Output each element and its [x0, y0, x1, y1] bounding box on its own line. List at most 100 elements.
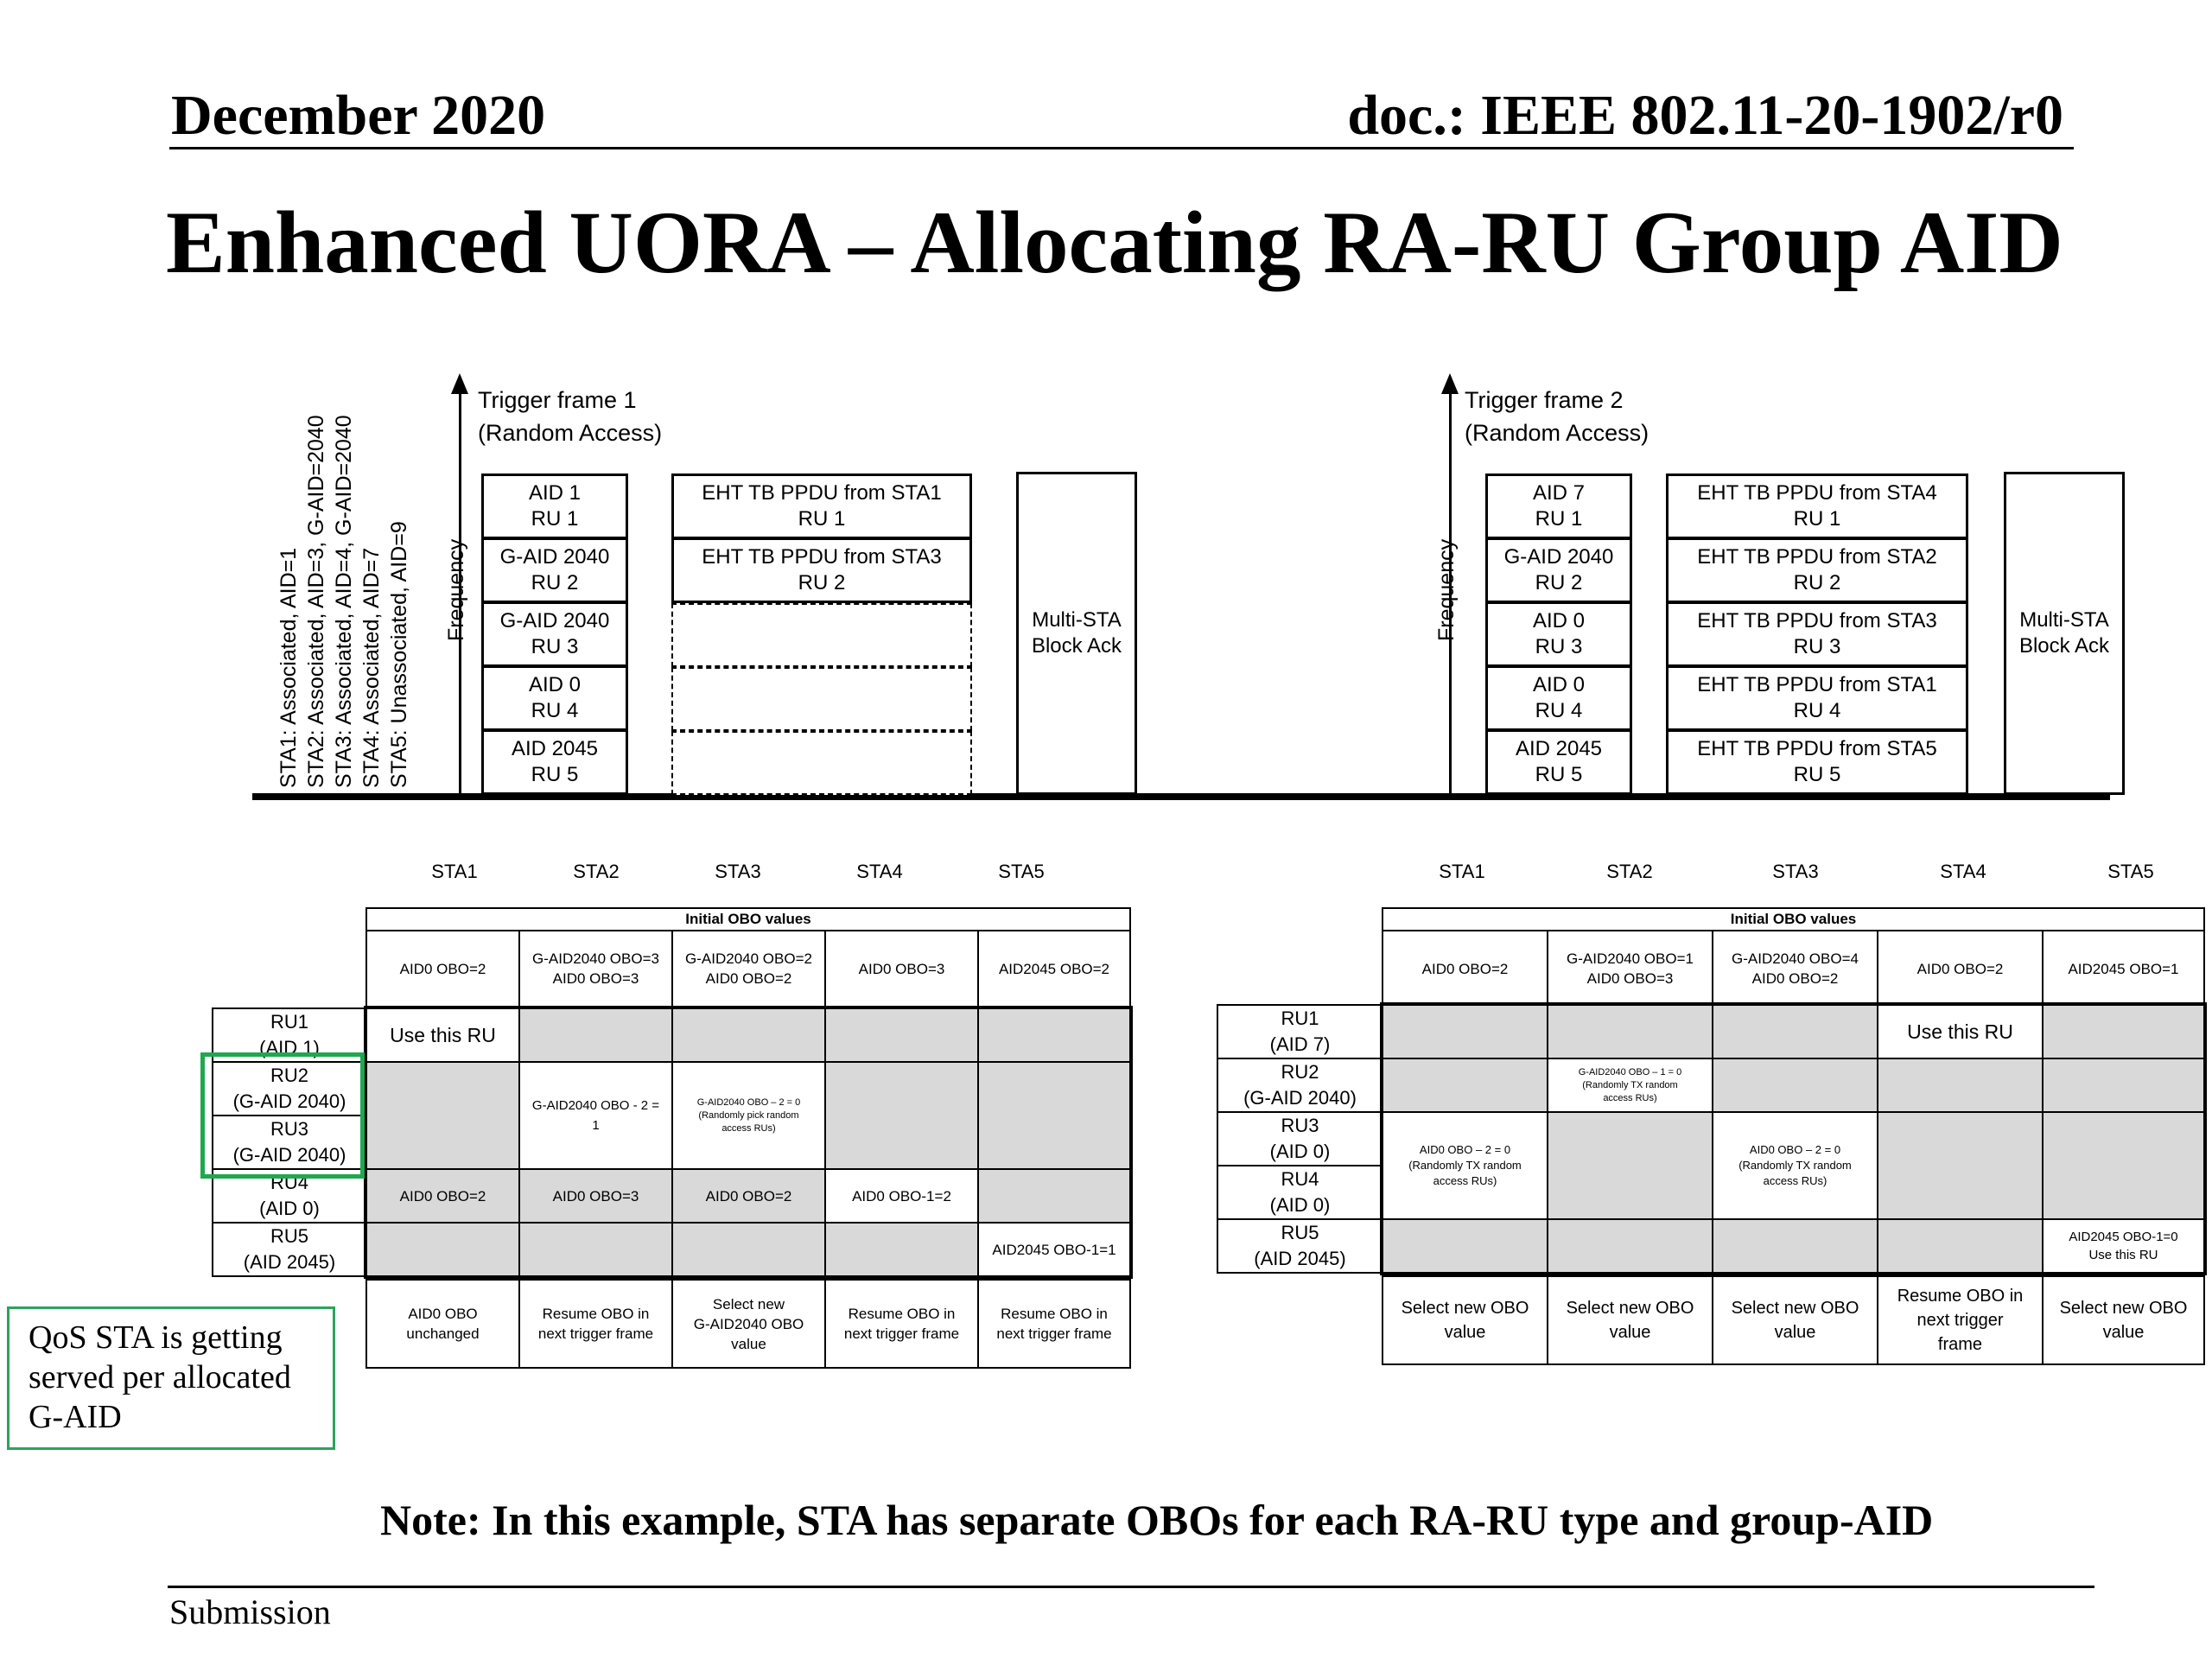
- result-cell: AID0 OBO unchanged: [365, 1279, 520, 1369]
- initial-obo-cell: AID2045 OBO=1: [2042, 930, 2205, 1007]
- grid-cell: [1547, 1218, 1713, 1274]
- ppdu-box: EHT TB PPDU from STA2 RU 2: [1666, 537, 1968, 603]
- block-ack-box: Multi-STA Block Ack: [2004, 472, 2125, 795]
- trigger-frame-label: Trigger frame 2 (Random Access): [1465, 387, 1649, 446]
- ppdu-box: EHT TB PPDU from STA3 RU 3: [1666, 601, 1968, 667]
- ppdu-box: EHT TB PPDU from STA3 RU 2: [671, 537, 972, 603]
- initial-obo-cell: G-AID2040 OBO=1 AID0 OBO=3: [1547, 930, 1713, 1007]
- initial-obo-title: Initial OBO values: [365, 907, 1131, 931]
- grid-cell: [1877, 1218, 2044, 1274]
- grid-cell: [1382, 1058, 1548, 1113]
- ru-box: AID 2045 RU 5: [1485, 729, 1632, 795]
- obo-update-cell: G-AID2040 OBO – 2 = 0 (Randomly pick ran…: [671, 1061, 826, 1170]
- frequency-arrow-icon: [1441, 373, 1459, 394]
- ru-row-label: RU4 (AID 0): [1217, 1165, 1383, 1220]
- grid-cell: [518, 1222, 673, 1277]
- header-rule: [169, 147, 2074, 149]
- frequency-label: Frequency: [1434, 538, 1459, 641]
- result-cell: Resume OBO in next trigger frame: [977, 1279, 1131, 1369]
- ppdu-box: EHT TB PPDU from STA1 RU 4: [1666, 665, 1968, 731]
- grid-cell: [1382, 1218, 1548, 1274]
- trigger-frame-label: Trigger frame 1 (Random Access): [478, 387, 663, 446]
- grid-cell: [1712, 1058, 1878, 1113]
- bottom-note: Note: In this example, STA has separate …: [380, 1496, 1934, 1544]
- ppdu-empty-slot: [671, 603, 972, 667]
- slide-title: Enhanced UORA – Allocating RA-RU Group A…: [166, 194, 2063, 292]
- grid-cell: [365, 1061, 520, 1170]
- grid-cell: [1877, 1111, 2044, 1220]
- sta-list-item: STA4: Associated, AID=7: [359, 547, 384, 788]
- ppdu-box: EHT TB PPDU from STA5 RU 5: [1666, 729, 1968, 795]
- obo-update-cell: G-AID2040 OBO - 2 = 1: [518, 1061, 673, 1170]
- result-cell: Resume OBO in next trigger frame: [518, 1279, 673, 1369]
- ru-box: AID 2045 RU 5: [481, 729, 628, 795]
- obo-update-cell: AID0 OBO – 2 = 0 (Randomly TX random acc…: [1382, 1111, 1548, 1220]
- ppdu-empty-slot: [671, 731, 972, 795]
- ru-row-label: RU5 (AID 2045): [1217, 1218, 1383, 1274]
- grid-cell: [2042, 1004, 2205, 1059]
- result-cell: Select new OBO value: [1712, 1275, 1878, 1365]
- footer-submission: Submission: [169, 1592, 331, 1631]
- ru-box: AID 1 RU 1: [481, 474, 628, 539]
- result-cell: Resume OBO in next trigger frame: [1877, 1275, 2044, 1365]
- obo-update-cell: AID0 OBO-1=2: [824, 1168, 979, 1224]
- frequency-axis: [459, 389, 461, 795]
- grid-cell: [2042, 1111, 2205, 1220]
- grid-cell: [1547, 1111, 1713, 1220]
- initial-obo-cell: AID0 OBO=3: [824, 930, 979, 1007]
- ru-box: G-AID 2040 RU 2: [481, 537, 628, 603]
- column-header: STA3: [715, 861, 761, 882]
- ru-row-label: RU5 (AID 2045): [212, 1222, 367, 1277]
- obo-update-cell: G-AID2040 OBO – 1 = 0 (Randomly TX rando…: [1547, 1058, 1713, 1113]
- ru-row-label: RU1 (AID 7): [1217, 1004, 1383, 1059]
- grid-cell: [1877, 1058, 2044, 1113]
- grid-cell: [824, 1007, 979, 1063]
- obo-update-cell: AID2045 OBO-1=0 Use this RU: [2042, 1218, 2205, 1274]
- column-header: STA3: [1772, 861, 1819, 882]
- column-header: STA2: [1606, 861, 1653, 882]
- obo-update-cell: AID0 OBO – 2 = 0 (Randomly TX random acc…: [1712, 1111, 1878, 1220]
- qos-note: QoS STA is getting served per allocated …: [7, 1306, 335, 1450]
- use-this-ru-cell: Use this RU: [1877, 1004, 2044, 1059]
- obo-update-cell: AID2045 OBO-1=1: [977, 1222, 1131, 1277]
- obo-update-cell: AID0 OBO=2: [671, 1168, 826, 1224]
- grid-cell: [365, 1222, 520, 1277]
- initial-obo-cell: AID0 OBO=2: [365, 930, 520, 1007]
- ru-box: G-AID 2040 RU 3: [481, 601, 628, 667]
- result-cell: Resume OBO in next trigger frame: [824, 1279, 979, 1369]
- grid-cell: [824, 1061, 979, 1170]
- result-cell: Select new OBO value: [2042, 1275, 2205, 1365]
- column-header: STA1: [431, 861, 478, 882]
- sta-list-item: STA1: Associated, AID=1: [276, 547, 301, 788]
- initial-obo-cell: AID2045 OBO=2: [977, 930, 1131, 1007]
- sta-list-item: STA3: Associated, AID=4, G-AID=2040: [332, 415, 356, 788]
- column-header: STA5: [2107, 861, 2154, 882]
- initial-obo-title: Initial OBO values: [1382, 907, 2205, 931]
- frequency-arrow-icon: [451, 373, 468, 394]
- obo-update-cell: AID0 OBO=2: [365, 1168, 520, 1224]
- header-date: December 2020: [171, 84, 546, 147]
- g-aid-highlight: [200, 1052, 365, 1179]
- ru-box: AID 0 RU 4: [481, 665, 628, 731]
- ru-box: AID 0 RU 4: [1485, 665, 1632, 731]
- grid-cell: [518, 1007, 673, 1063]
- frequency-axis: [1449, 389, 1452, 795]
- grid-cell: [1382, 1004, 1548, 1059]
- ppdu-empty-slot: [671, 667, 972, 731]
- initial-obo-cell: G-AID2040 OBO=4 AID0 OBO=2: [1712, 930, 1878, 1007]
- result-cell: Select new G-AID2040 OBO value: [671, 1279, 826, 1369]
- frequency-label: Frequency: [444, 538, 468, 641]
- column-header: STA4: [856, 861, 903, 882]
- sta-list-item: STA2: Associated, AID=3, G-AID=2040: [304, 415, 328, 788]
- grid-cell: [671, 1007, 826, 1063]
- initial-obo-cell: AID0 OBO=2: [1382, 930, 1548, 1007]
- result-cell: Select new OBO value: [1382, 1275, 1548, 1365]
- grid-cell: [824, 1222, 979, 1277]
- ru-row-label: RU2 (G-AID 2040): [1217, 1058, 1383, 1113]
- column-header: STA2: [573, 861, 620, 882]
- grid-cell: [2042, 1058, 2205, 1113]
- timeline-baseline: [252, 793, 2110, 800]
- initial-obo-cell: G-AID2040 OBO=3 AID0 OBO=3: [518, 930, 673, 1007]
- obo-update-cell: AID0 OBO=3: [518, 1168, 673, 1224]
- grid-cell: [977, 1007, 1131, 1063]
